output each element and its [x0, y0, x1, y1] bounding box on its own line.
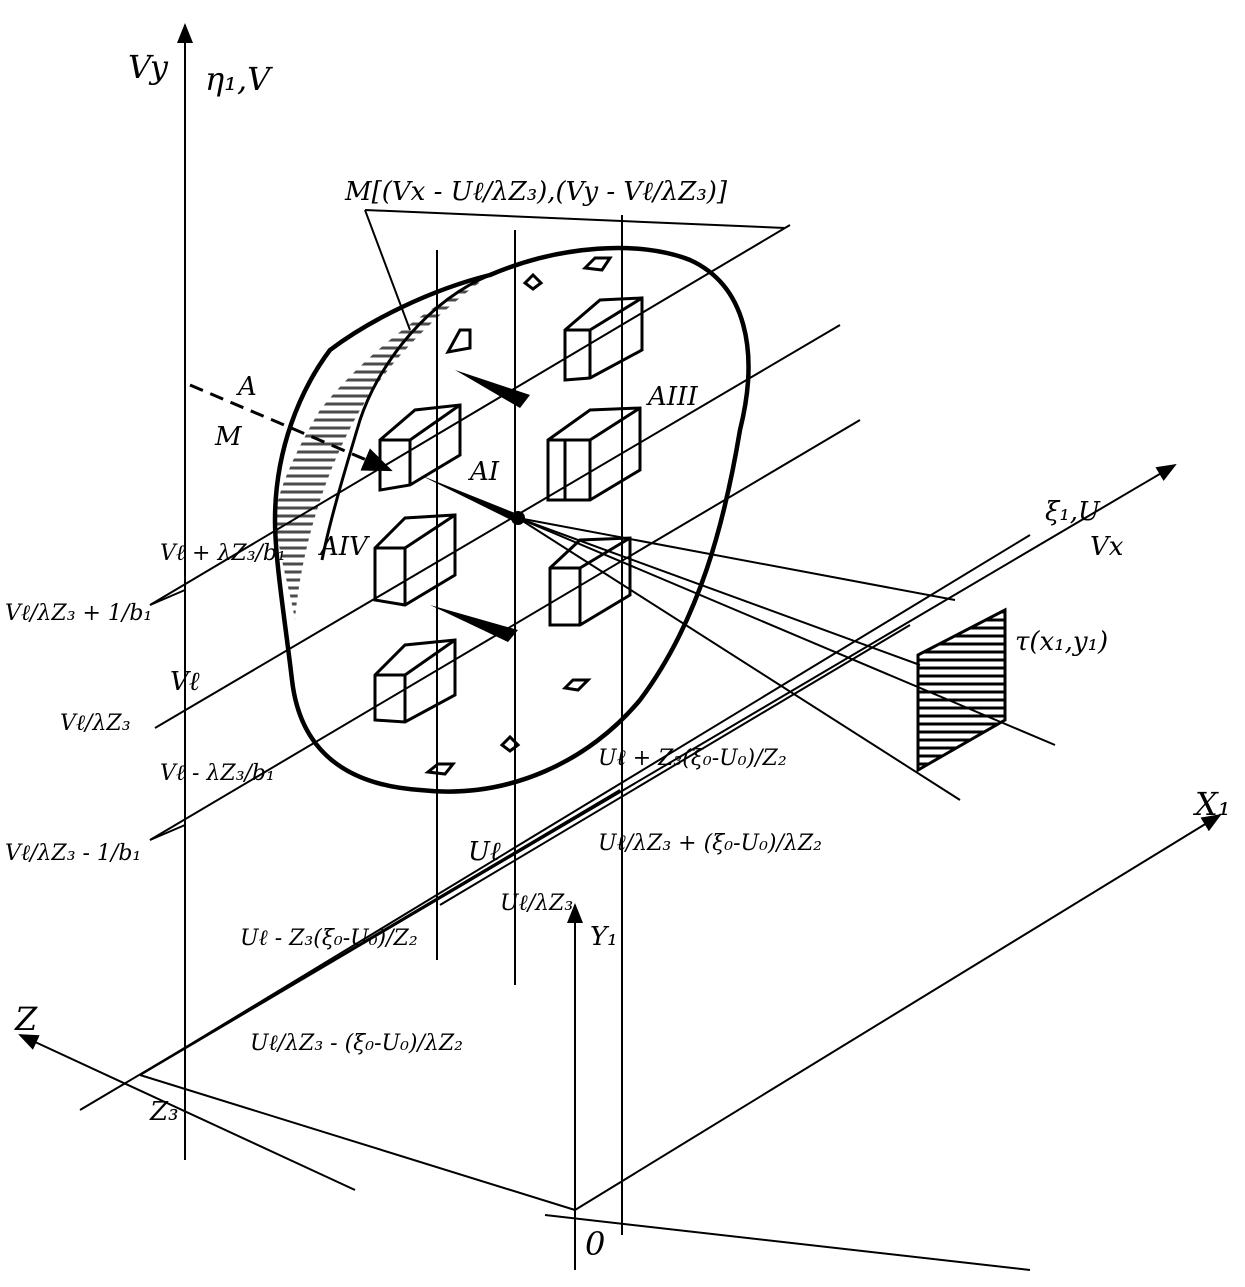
z3-plane-line-1: [139, 534, 1031, 1076]
z-axis-line: [18, 1034, 356, 1191]
aperture-inner-edge: [320, 273, 491, 561]
mark-bottom-1: [499, 734, 521, 753]
xi-axis-label: ξ₁,U: [1045, 497, 1101, 527]
mark-right: [561, 678, 592, 692]
block-a-four: [373, 513, 457, 607]
mid-v3-label: Vℓ - λZ₃/b₁: [160, 761, 275, 786]
tick-2: [149, 824, 186, 841]
xi-axis-line: [139, 463, 1177, 1076]
right-u2-label: Uℓ/λZ₃ + (ξ₀-U₀)/λZ₂: [598, 831, 822, 856]
bot-u1-label: Uℓ - Z₃(ξ₀-U₀)/Z₂: [240, 926, 418, 951]
block-top-right: [563, 296, 644, 382]
a-four-label: AIV: [318, 532, 370, 562]
tick-1: [149, 589, 186, 606]
grid-line-top: [149, 224, 791, 606]
base-line: [544, 1214, 1031, 1271]
aperture-shading: [275, 275, 490, 620]
vx-axis-label: Vx: [1090, 532, 1124, 562]
tau-box: [916, 607, 1007, 773]
origin-label: 0: [585, 1225, 605, 1263]
mark-upper-left: [445, 328, 472, 355]
a-m-arrow: [189, 383, 393, 472]
vy-axis-label: Vy: [128, 48, 169, 86]
x1-axis-label: X₁: [1192, 785, 1231, 823]
block-upper-left: [378, 403, 462, 492]
z-axis-back: [139, 1074, 576, 1211]
left-v1-label: Vℓ/λZ₃ + 1/b₁: [5, 601, 152, 626]
m-left-label: M: [214, 422, 243, 452]
bot-u2-label: Uℓ/λZ₃ - (ξ₀-U₀)/λZ₂: [250, 1031, 463, 1056]
a-top-label: A: [236, 372, 257, 402]
left-v2-label: Vℓ/λZ₃: [60, 711, 131, 736]
mark-top-1: [522, 272, 544, 291]
right-u1-label: Uℓ + Z₃(ξ₀-U₀)/Z₂: [598, 746, 787, 771]
bot-u3-label: Uℓ: [468, 837, 501, 867]
z3-label: Z₃: [149, 1097, 179, 1127]
m-formula-leader: [364, 209, 411, 331]
m-formula-underline: [364, 209, 786, 229]
wedge-center: [420, 475, 520, 522]
mark-bottom-2: [424, 762, 457, 776]
wedge-upper: [455, 370, 530, 408]
a-one-label: AI: [468, 457, 500, 487]
mark-top-2: [581, 256, 613, 272]
block-bottom-left: [373, 638, 457, 724]
m-formula-label: M[(Vx - Uℓ/λZ₃),(Vy - Vℓ/λZ₃)]: [344, 177, 728, 207]
wedge-lower: [430, 605, 518, 642]
eta-axis-label: η₁,V: [205, 60, 273, 98]
aperture-outline: [272, 245, 751, 794]
z-axis-label: Z: [14, 1000, 38, 1038]
tau-label: τ(x₁,y₁): [1015, 627, 1108, 657]
grid-line-2: [154, 324, 841, 729]
ray-3: [517, 517, 961, 801]
grid-line-4: [439, 624, 911, 906]
x1-axis-line: [574, 813, 1222, 1211]
block-a-three: [546, 406, 642, 502]
bot-u4-label: Uℓ/λZ₃: [500, 891, 573, 916]
ray-1: [517, 517, 956, 601]
mid-v1-label: Vℓ + λZ₃/b₁: [160, 541, 286, 566]
left-v3-label: Vℓ/λZ₃ - 1/b₁: [5, 841, 141, 866]
ray-4: [517, 517, 921, 666]
a-three-label: AIII: [646, 382, 698, 412]
y1-axis-label: Y₁: [590, 922, 618, 952]
mid-v2-label: Vℓ: [170, 667, 200, 697]
